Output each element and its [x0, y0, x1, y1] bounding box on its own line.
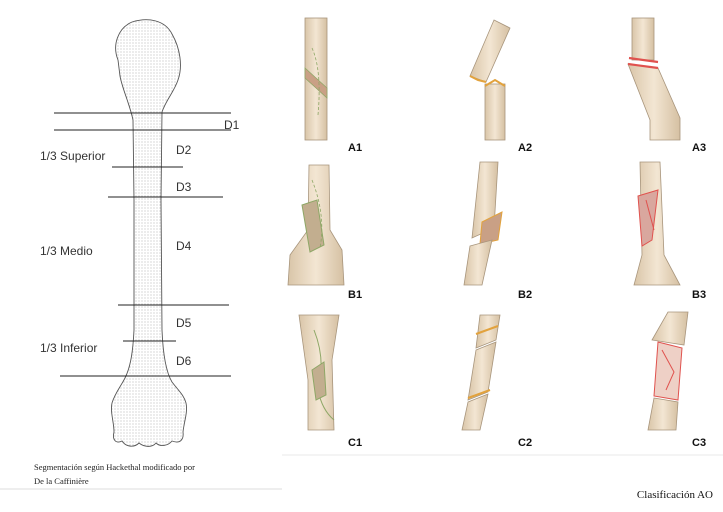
panel-label-c3: C3: [692, 437, 707, 449]
segment-label-d3: D3: [176, 180, 192, 194]
ao-classification-figure: A1 A2 A3 B1 B2 B3 C1 C2 C3: [282, 0, 723, 512]
humerus-outline-drawing: [0, 19, 282, 490]
panel-label-a3: A3: [692, 142, 707, 154]
segment-lines: [54, 112, 231, 377]
humerus-bone-shape: [111, 19, 187, 447]
fracture-b3-illustration: [633, 161, 681, 286]
segmentation-caption-line1: Segmentación según Hackethal modificado …: [34, 462, 195, 472]
fracture-a2-illustration: [469, 19, 511, 141]
segment-label-d5: D5: [176, 316, 192, 330]
segment-label-d6: D6: [176, 354, 192, 368]
ao-classification-caption: Clasificación AO: [636, 489, 713, 501]
fracture-c3-illustration: [647, 311, 689, 431]
third-label-superior: 1/3 Superior: [40, 149, 106, 163]
third-label-medio: 1/3 Medio: [40, 244, 93, 258]
segmentation-caption-line2: De la Caffinière: [34, 476, 89, 486]
panel-label-a2: A2: [518, 142, 533, 154]
panel-label-b1: B1: [348, 289, 363, 301]
segment-label-d1: D1: [224, 118, 240, 132]
fracture-b1-illustration: [287, 164, 345, 286]
fracture-a1-illustration: [304, 17, 328, 141]
hackethal-segmentation-figure: D1 D2 D3 D4 D5 D6 1/3 Superior 1/3 Medio…: [0, 0, 282, 512]
fracture-c2-illustration: [461, 314, 501, 431]
third-label-inferior: 1/3 Inferior: [40, 341, 98, 355]
panel-label-a1: A1: [348, 142, 363, 154]
panel-label-c1: C1: [348, 437, 363, 449]
ao-fracture-illustrations: [282, 17, 723, 456]
fracture-a3-illustration: [627, 17, 681, 141]
segment-label-d4: D4: [176, 239, 192, 253]
panel-label-b2: B2: [518, 289, 533, 301]
segment-label-d2: D2: [176, 143, 192, 157]
fracture-b2-illustration: [463, 161, 503, 286]
fracture-c1-illustration: [298, 314, 340, 431]
panel-label-c2: C2: [518, 437, 533, 449]
panel-label-b3: B3: [692, 289, 707, 301]
